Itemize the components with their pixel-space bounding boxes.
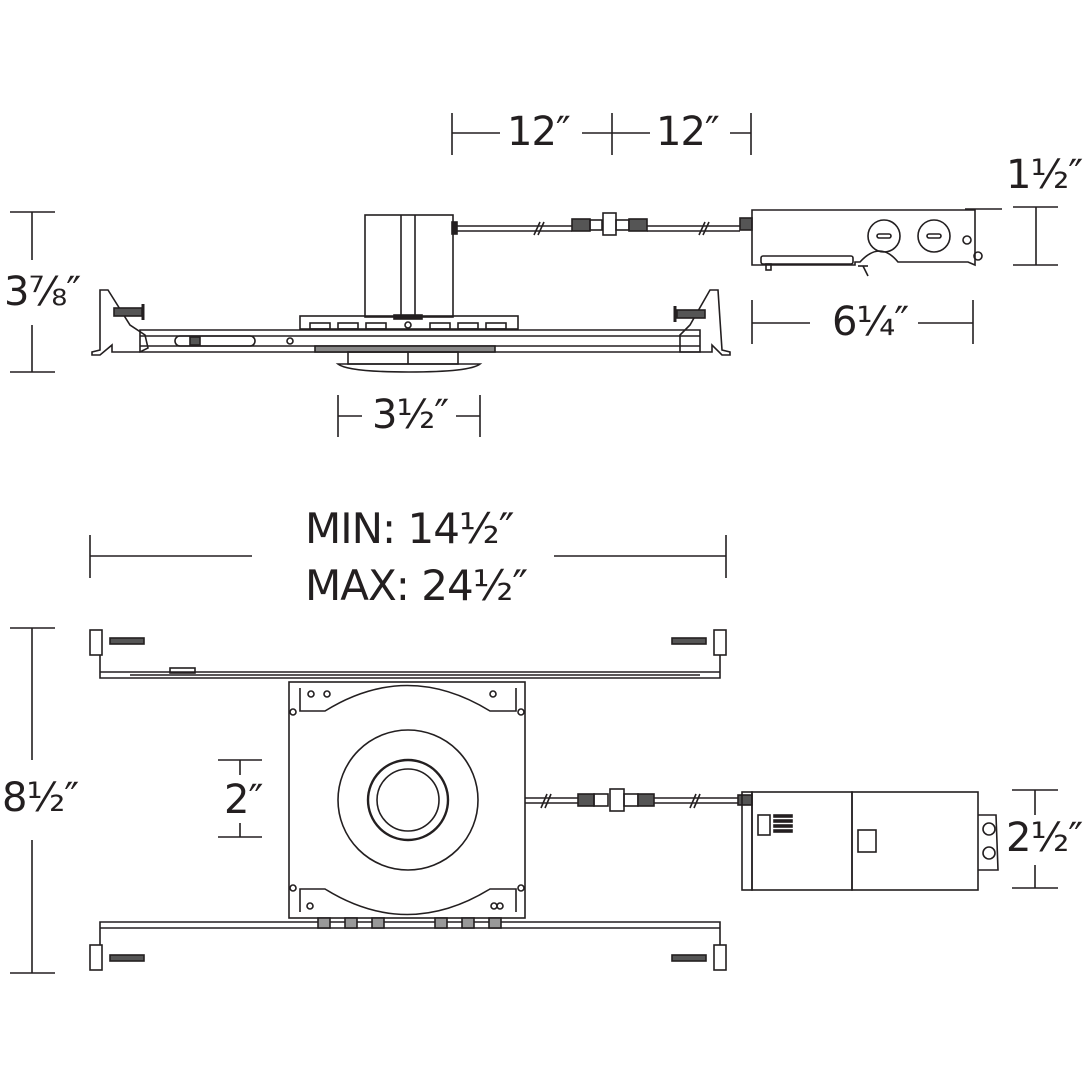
bottom-mounting-bar bbox=[89, 917, 727, 971]
bar-width-dimension bbox=[89, 535, 727, 578]
cable-break-icon bbox=[698, 221, 706, 236]
aperture-diameter-dimension bbox=[218, 759, 262, 838]
cable-plan bbox=[525, 788, 753, 812]
cable-segment-2-label: 12″ bbox=[656, 109, 720, 155]
driver-height-label: 1½″ bbox=[1006, 152, 1083, 198]
overall-height-label: 3⅞″ bbox=[4, 269, 81, 315]
quick-connect-icon bbox=[577, 788, 655, 812]
driver-height-dimension bbox=[1013, 206, 1058, 266]
mounting-screw-icon bbox=[113, 307, 143, 317]
mounting-plate bbox=[288, 681, 526, 919]
mounting-screw-icon bbox=[109, 954, 145, 962]
mounting-bar-side bbox=[91, 289, 731, 356]
bar-width-max-label: MAX: 24½″ bbox=[305, 561, 528, 610]
driver-width-label: 2½″ bbox=[1006, 815, 1083, 861]
housing-can bbox=[364, 214, 458, 320]
knockout-icon bbox=[876, 233, 892, 239]
trim-flange-side bbox=[335, 351, 483, 373]
bar-width-min-label: MIN: 14½″ bbox=[305, 504, 514, 553]
driver-length-dimension bbox=[751, 300, 974, 344]
overall-depth-label: 8½″ bbox=[2, 775, 79, 821]
cable-top bbox=[457, 212, 753, 236]
driver-width-dimension bbox=[1012, 789, 1058, 889]
overall-depth-dimension bbox=[10, 627, 55, 974]
cable-segment-1-label: 12″ bbox=[507, 109, 571, 155]
aperture-width-dimension bbox=[337, 395, 481, 437]
aperture-width-label: 3½″ bbox=[372, 392, 449, 438]
knockout-icon bbox=[926, 233, 942, 239]
aperture-diameter-label: 2″ bbox=[224, 777, 263, 823]
cable-break-icon bbox=[540, 793, 548, 809]
driver-box-plan bbox=[741, 791, 999, 891]
plan-view bbox=[10, 535, 1058, 974]
mounting-screw-icon bbox=[109, 637, 145, 645]
quick-connect-icon bbox=[571, 212, 648, 236]
driver-length-label: 6¼″ bbox=[832, 299, 909, 345]
side-view bbox=[10, 113, 1058, 437]
cable-break-icon bbox=[689, 793, 697, 809]
overall-height-dimension bbox=[10, 211, 55, 373]
driver-box-side bbox=[751, 208, 1002, 277]
mounting-screw-icon bbox=[671, 954, 707, 962]
cable-break-icon bbox=[533, 221, 541, 236]
cable-length-dimension bbox=[451, 113, 752, 155]
mounting-screw-icon bbox=[676, 309, 706, 319]
top-mounting-bar bbox=[89, 629, 727, 679]
mounting-screw-icon bbox=[671, 637, 707, 645]
